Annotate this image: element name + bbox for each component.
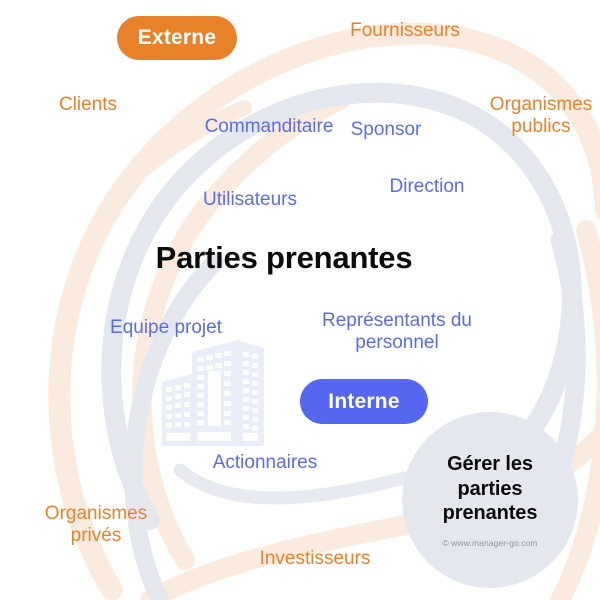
- external-stakeholder-label-2: Clients: [58, 94, 118, 115]
- external-stakeholder-label-3: Organismes publics: [489, 94, 593, 138]
- goal-circle-title: Gérer les parties prenantes: [442, 453, 538, 525]
- internal-stakeholder-label-2: Sponsor: [350, 119, 422, 140]
- external-stakeholder-label-5: Investisseurs: [259, 548, 371, 569]
- copyright-credit: © www.manager-go.com: [442, 537, 538, 548]
- arc-gray-to-circle: [173, 463, 411, 505]
- internal-stakeholder-label-6: Représentants du personnel: [322, 310, 472, 354]
- arc-outer-orange: [48, 22, 600, 600]
- arc-orange-stub: [110, 100, 252, 200]
- arc-outer-orange-tail: [131, 90, 350, 570]
- badge-externe[interactable]: Externe: [117, 16, 237, 60]
- internal-stakeholder-label-1: Commanditaire: [204, 116, 334, 137]
- internal-stakeholder-label-3: Utilisateurs: [203, 189, 297, 210]
- arc-right-orange: [550, 220, 600, 600]
- arc-main-gray: [101, 82, 582, 530]
- internal-stakeholder-label-7: Actionnaires: [212, 452, 318, 473]
- page-title: Parties prenantes: [155, 240, 413, 275]
- office-buildings-icon: [162, 340, 264, 446]
- badge-interne[interactable]: Interne: [300, 379, 428, 424]
- goal-circle: Gérer les parties prenantes © www.manage…: [402, 412, 578, 588]
- external-stakeholder-label-1: Fournisseurs: [350, 20, 460, 41]
- arc-inner-gray-tail: [124, 253, 224, 600]
- internal-stakeholder-label-5: Equipe projet: [110, 317, 222, 338]
- internal-stakeholder-label-4: Direction: [389, 176, 465, 197]
- external-stakeholder-label-4: Organismes privés: [44, 503, 148, 547]
